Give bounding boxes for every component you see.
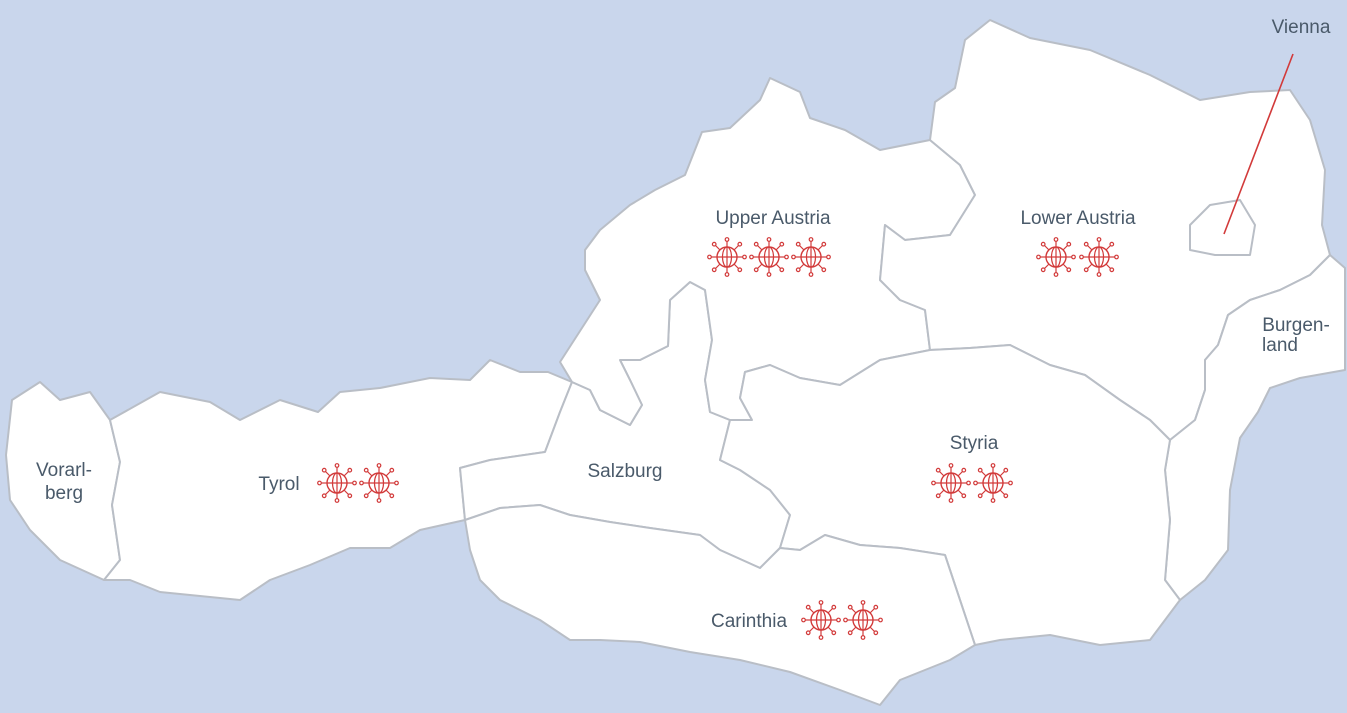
label-vorarlberg-1: Vorarl- — [36, 460, 92, 481]
label-burgenland-2: land — [1262, 335, 1298, 356]
label-styria: Styria — [950, 433, 999, 454]
region-styria — [719, 344, 1181, 646]
virus-icon — [791, 236, 831, 277]
label-vorarlberg-2: berg — [45, 483, 83, 504]
virus-icon — [1035, 236, 1077, 277]
virus-icon — [707, 236, 747, 277]
label-carinthia: Carinthia — [711, 611, 787, 632]
virus-icon — [1078, 236, 1120, 277]
label-vienna: Vienna — [1272, 17, 1331, 38]
region-carinthia — [464, 504, 976, 706]
virus-icon — [749, 236, 789, 277]
virus-icon — [843, 600, 883, 640]
region-vorarlberg — [5, 381, 121, 581]
virus-icon — [317, 463, 357, 503]
virus-icon — [973, 463, 1013, 503]
label-burgenland-1: Burgen- — [1262, 315, 1330, 336]
label-salzburg: Salzburg — [588, 461, 663, 482]
label-tyrol: Tyrol — [258, 474, 299, 495]
vienna-pointer-line — [1223, 53, 1294, 235]
virus-icon — [801, 600, 841, 640]
virus-icon — [931, 463, 971, 503]
region-vienna — [1189, 199, 1256, 256]
label-lower-austria: Lower Austria — [1020, 208, 1136, 229]
label-upper-austria: Upper Austria — [715, 208, 831, 229]
virus-icon — [359, 463, 399, 503]
